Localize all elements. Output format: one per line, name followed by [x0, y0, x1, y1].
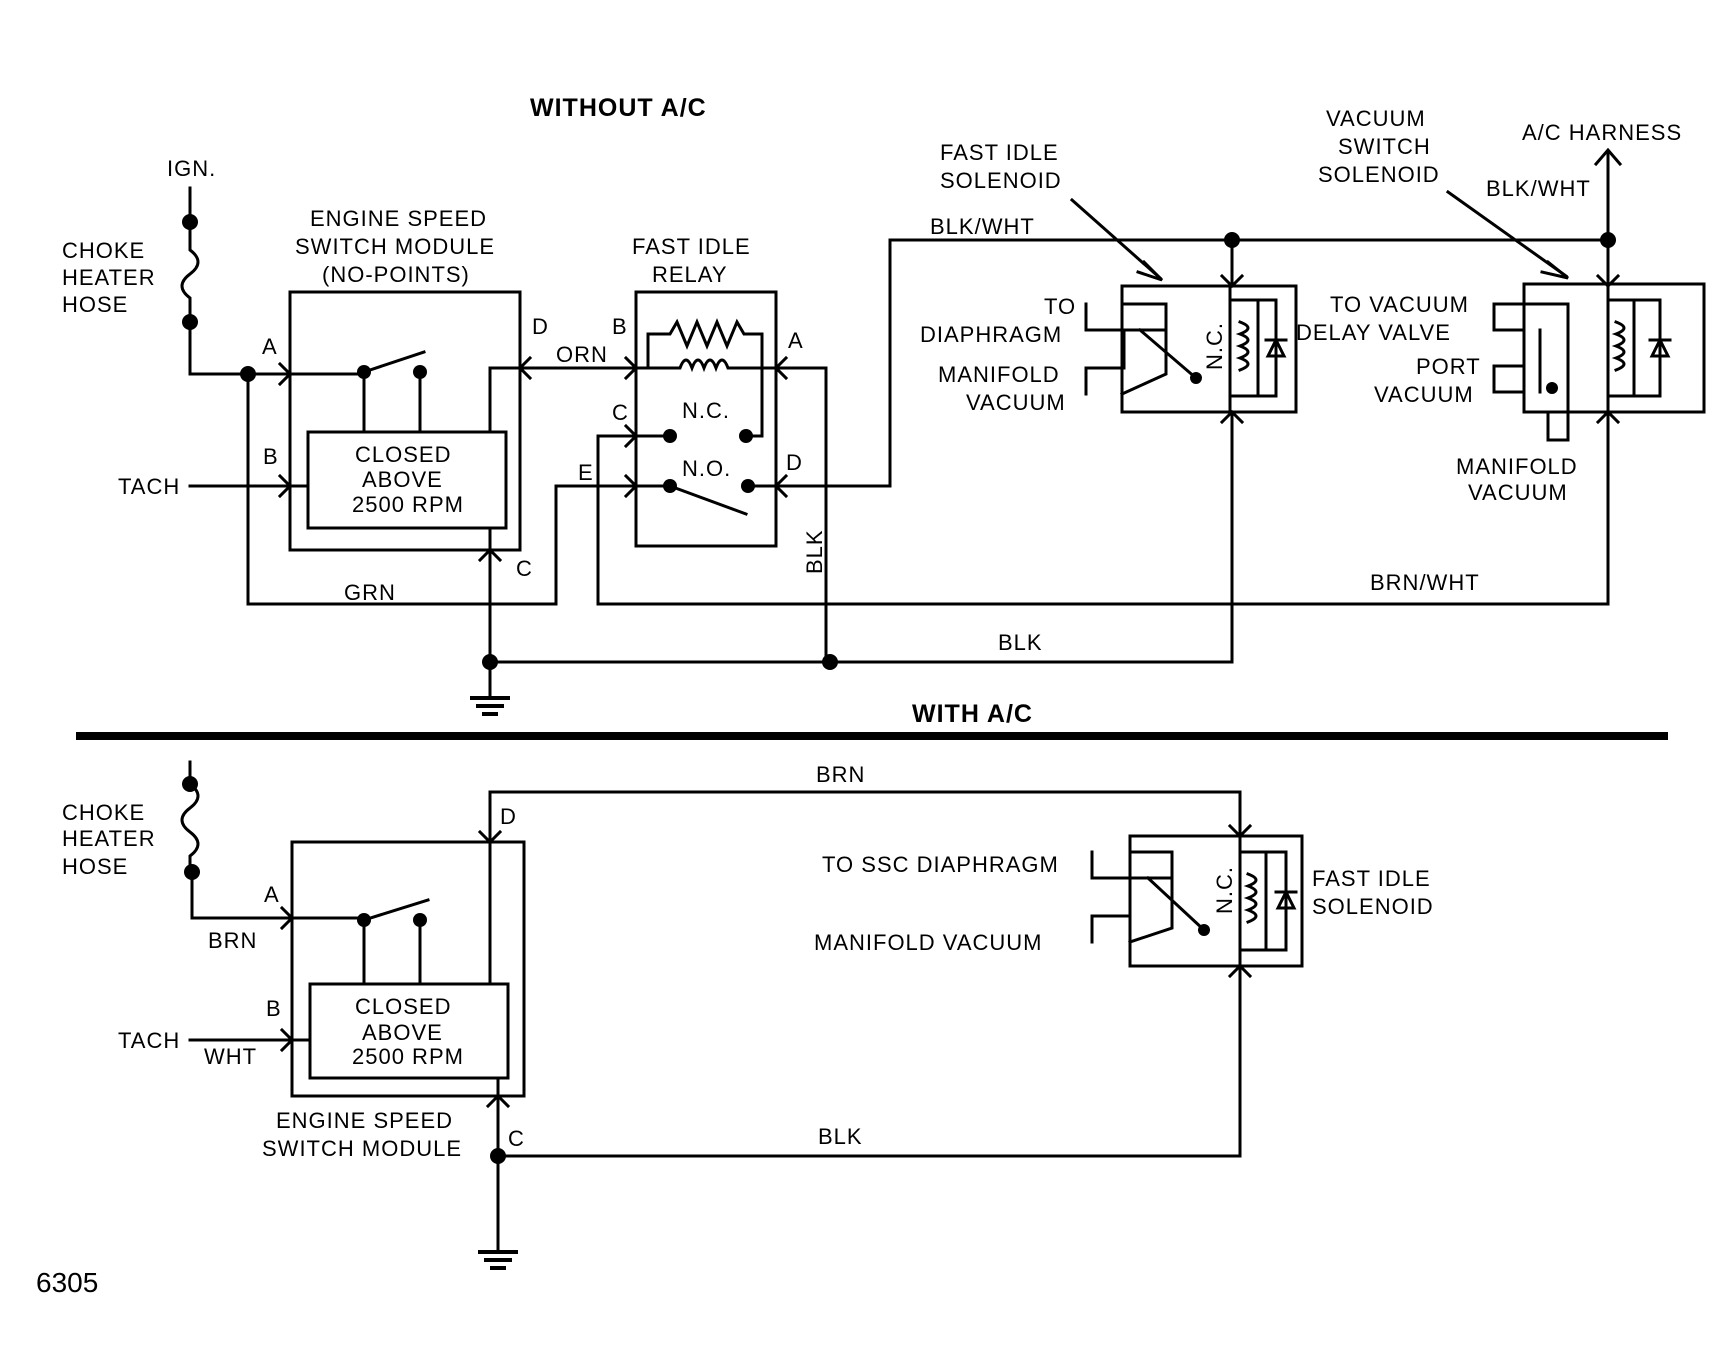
svg-text:HOSE: HOSE [62, 854, 128, 879]
svg-text:RELAY: RELAY [652, 262, 728, 287]
svg-text:2500 RPM: 2500 RPM [352, 1044, 464, 1069]
svg-text:PORT: PORT [1416, 354, 1481, 379]
svg-text:VACUUM: VACUUM [1468, 480, 1568, 505]
relay-title: FAST IDLE [632, 234, 751, 259]
fast-idle-solenoid-top [1120, 284, 1298, 414]
vss-port-delay-label: TO VACUUM [1330, 292, 1469, 317]
wire-brn-wht: BRN/WHT [1370, 570, 1480, 595]
svg-text:SWITCH MODULE: SWITCH MODULE [262, 1136, 462, 1161]
figure-number: 6305 [36, 1267, 98, 1298]
wire-wht: WHT [204, 1044, 257, 1069]
svg-text:(NO-POINTS): (NO-POINTS) [322, 262, 470, 287]
wire-brn-top: BRN [816, 762, 865, 787]
svg-text:SOLENOID: SOLENOID [1318, 162, 1440, 187]
svg-text:B: B [612, 314, 628, 339]
engine-speed-switch-module [288, 290, 522, 552]
svg-text:SWITCH MODULE: SWITCH MODULE [295, 234, 495, 259]
manifold-vacuum-label: MANIFOLD [1456, 454, 1578, 479]
svg-text:CLOSED: CLOSED [355, 994, 451, 1019]
wire-brn-a: BRN [208, 928, 257, 953]
rpm-switch-box [306, 430, 508, 530]
svg-text:CLOSED: CLOSED [355, 442, 451, 467]
bottom-tach-label: TACH [118, 1028, 180, 1053]
svg-text:A: A [264, 882, 280, 907]
svg-text:VACUUM: VACUUM [966, 390, 1066, 415]
tach-label: TACH [118, 474, 180, 499]
relay-no-label: N.O. [682, 456, 731, 481]
port-manifold-vacuum-label: MANIFOLD VACUUM [814, 930, 1043, 955]
svg-text:DELAY VALVE: DELAY VALVE [1296, 320, 1451, 345]
svg-text:C: C [516, 556, 533, 581]
bottom-circuit: CHOKE HEATER HOSE BRN TACH WHT CLOSED AB… [62, 760, 1434, 1270]
svg-text:B: B [266, 996, 282, 1021]
fast-idle-solenoid-title: FAST IDLE [940, 140, 1059, 165]
svg-text:SWITCH: SWITCH [1338, 134, 1431, 159]
relay-nc-label: N.C. [682, 398, 730, 423]
wire-orn: ORN [556, 342, 608, 367]
svg-text:MANIFOLD: MANIFOLD [938, 362, 1060, 387]
ac-harness-label: A/C HARNESS [1522, 120, 1682, 145]
bottom-fast-idle-solenoid-title: FAST IDLE [1312, 866, 1431, 891]
svg-text:D: D [786, 450, 803, 475]
header-with-ac: WITH A/C [912, 700, 1033, 728]
svg-text:SOLENOID: SOLENOID [1312, 894, 1434, 919]
svg-text:C: C [508, 1126, 525, 1151]
wire-blk-bottom: BLK [998, 630, 1043, 655]
top-circuit: IGN. CHOKE HEATER HOSE TACH ENGINE SPEED… [62, 106, 1706, 716]
svg-text:A: A [262, 334, 278, 359]
vacuum-switch-solenoid-title: VACUUM [1326, 106, 1426, 131]
bottom-choke-heater-hose-label: CHOKE [62, 800, 145, 825]
wire-blk-bottom-ac: BLK [818, 1124, 863, 1149]
wire-blk-vertical: BLK [802, 529, 827, 574]
fis-port-to-label: TO [1044, 294, 1076, 319]
svg-text:D: D [532, 314, 549, 339]
svg-text:HEATER: HEATER [62, 265, 156, 290]
svg-text:D: D [500, 804, 517, 829]
module-title: ENGINE SPEED [310, 206, 487, 231]
svg-text:VACUUM: VACUUM [1374, 382, 1474, 407]
fis-nc-label: N.C. [1202, 322, 1227, 370]
header-without-ac: WITHOUT A/C [530, 94, 707, 122]
wire-grn: GRN [344, 580, 396, 605]
svg-text:ABOVE: ABOVE [362, 467, 443, 492]
svg-text:DIAPHRAGM: DIAPHRAGM [920, 322, 1062, 347]
bottom-rpm-switch-box [308, 982, 510, 1080]
bottom-module-title: ENGINE SPEED [276, 1108, 453, 1133]
svg-text:HEATER: HEATER [62, 826, 156, 851]
port-ssc-diaphragm-label: TO SSC DIAPHRAGM [822, 852, 1059, 877]
svg-text:B: B [263, 444, 279, 469]
ign-label: IGN. [167, 156, 216, 181]
wire-blk-wht-top: BLK/WHT [930, 214, 1035, 239]
svg-text:2500 RPM: 2500 RPM [352, 492, 464, 517]
fast-idle-relay [634, 290, 778, 548]
svg-text:C: C [612, 400, 629, 425]
svg-text:E: E [578, 460, 594, 485]
vacuum-switch-solenoid [1522, 282, 1706, 414]
choke-heater-hose-label: CHOKE [62, 238, 145, 263]
svg-text:HOSE: HOSE [62, 292, 128, 317]
svg-text:ABOVE: ABOVE [362, 1020, 443, 1045]
bottom-engine-speed-switch-module [290, 840, 526, 1098]
svg-text:A: A [788, 328, 804, 353]
bottom-nc-label: N.C. [1212, 866, 1237, 914]
wire-blk-wht-harness: BLK/WHT [1486, 176, 1591, 201]
svg-text:SOLENOID: SOLENOID [940, 168, 1062, 193]
